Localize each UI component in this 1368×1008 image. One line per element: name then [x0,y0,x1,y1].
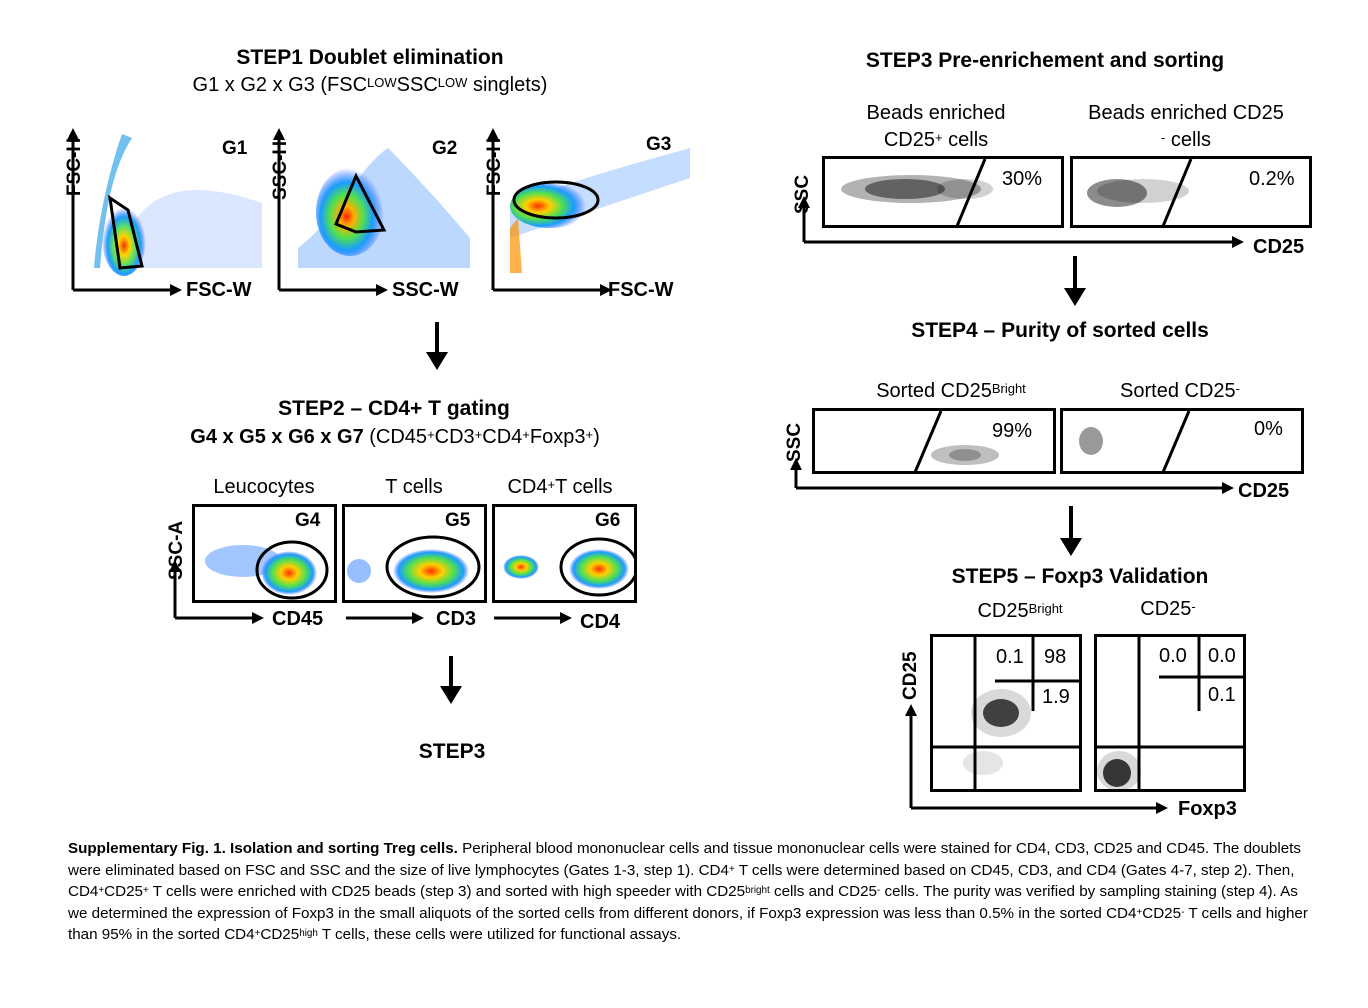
g4-density [205,540,329,600]
quadrant-ur-neg: 0.0 [1208,645,1236,667]
axis-x-step4: CD25 [1238,480,1290,502]
step3-title: STEP3 Pre-enrichement and sorting [865,49,1225,72]
scatter-beads-cd25-neg [1087,159,1193,225]
step3-reference: STEP3 [418,740,486,763]
g3-density [510,148,690,273]
arrow-step2-to-step3 [440,656,462,704]
g1-density [94,134,262,276]
label-t-cells: T cells [385,476,443,498]
axes-step5 [905,704,1168,814]
axes-g2 [273,128,388,296]
axis-x-step3: CD25 [1253,236,1305,258]
step1-subtitle: G1 x G2 x G3 (FSCLOWSSCLOW singlets) [192,74,548,96]
gate-label-g3: G3 [646,134,672,155]
scatter-sorted-cd25-neg [1079,411,1191,471]
pct-beads-cd25-pos: 30% [1002,168,1043,190]
pct-sorted-cd25-bright: 99% [992,420,1033,442]
label-leucocytes: Leucocytes [213,476,315,498]
gate-label-g4: G4 [295,510,321,531]
arrow-step3-to-step4 [1064,256,1086,306]
pct-sorted-cd25-neg: 0% [1254,418,1283,440]
arrow-step4-to-step5 [1060,506,1082,556]
g5-density [347,535,481,599]
axes-g1 [67,128,182,296]
pct-beads-cd25-neg: 0.2% [1249,168,1295,190]
step2-title: STEP2 – CD4+ T gating [278,397,510,420]
flow-plot-sorted-cd25-bright [812,408,1056,474]
arrow-step1-to-step2 [426,322,448,370]
axes-g3 [487,128,612,296]
flow-plot-sorted-cd25-neg [1060,408,1304,474]
flow-plot-g1 [92,128,264,276]
gate-label-g6: G6 [595,510,621,531]
quadrant-ur-bright: 98 [1044,646,1067,668]
gate-label-g1: G1 [222,138,248,159]
gate-label-g5: G5 [445,510,471,531]
axes-step4 [790,458,1234,494]
label-cd4-t-cells: CD4+T cells [507,476,613,498]
axis-x-cd3: CD3 [436,608,477,630]
quadrant-ul-bright: 0.1 [996,646,1024,668]
axis-x-step5: Foxp3 [1178,798,1237,820]
axis-x-cd45: CD45 [272,608,324,630]
axes-step2 [169,560,572,624]
step2-subtitle: G4 x G5 x G6 x G7 (CD45+CD3+CD4+Foxp3+) [190,426,600,448]
step5-title: STEP5 – Foxp3 Validation [951,565,1209,588]
quadrant-ul-neg: 0.0 [1159,645,1187,667]
flow-plot-beads-cd25-pos [822,156,1064,228]
label-sorted-cd25-neg: Sorted CD25- [1120,380,1240,402]
axis-x-cd4: CD4 [580,611,621,633]
g2-density [298,148,470,268]
axis-x-g1: FSC-W [186,279,252,301]
axis-x-g2: SSC-W [392,279,459,301]
axis-x-g3: FSC-W [608,279,674,301]
quadrant-foxp3-cd25-bright [933,637,1079,789]
flow-plot-foxp3-cd25-bright [930,634,1082,792]
label-sorted-cd25-bright: Sorted CD25Bright [876,380,1026,402]
flow-plot-g4 [192,504,337,603]
axes-step3 [798,196,1244,248]
g6-density [503,537,634,597]
flow-plot-foxp3-cd25-neg [1094,634,1246,792]
flow-plot-g6 [492,504,637,603]
quadrant-lr-bright: 1.9 [1042,686,1070,708]
label-cd25-neg: CD25- [1140,598,1196,620]
scatter-sorted-cd25-bright [913,411,999,471]
step4-title: STEP4 – Purity of sorted cells [911,319,1209,342]
flow-plot-g5 [342,504,487,603]
label-cd25-bright: CD25Bright [977,600,1063,622]
figure-caption: Supplementary Fig. 1. Isolation and sort… [68,840,1308,944]
axis-y-step5: CD25 [900,651,921,700]
scatter-beads-cd25-pos [841,159,993,225]
quadrant-lr-neg: 0.1 [1208,684,1236,706]
flow-plot-g2 [298,128,470,273]
gate-label-g2: G2 [432,138,458,159]
label-beads-enriched-cd25-neg: Beads enriched CD25- cells [1088,102,1284,151]
flow-plot-g3 [510,128,690,273]
step1-title: STEP1 Doublet elimination [236,46,504,69]
flow-plot-beads-cd25-neg [1070,156,1312,228]
quadrant-foxp3-cd25-neg [1097,637,1243,789]
